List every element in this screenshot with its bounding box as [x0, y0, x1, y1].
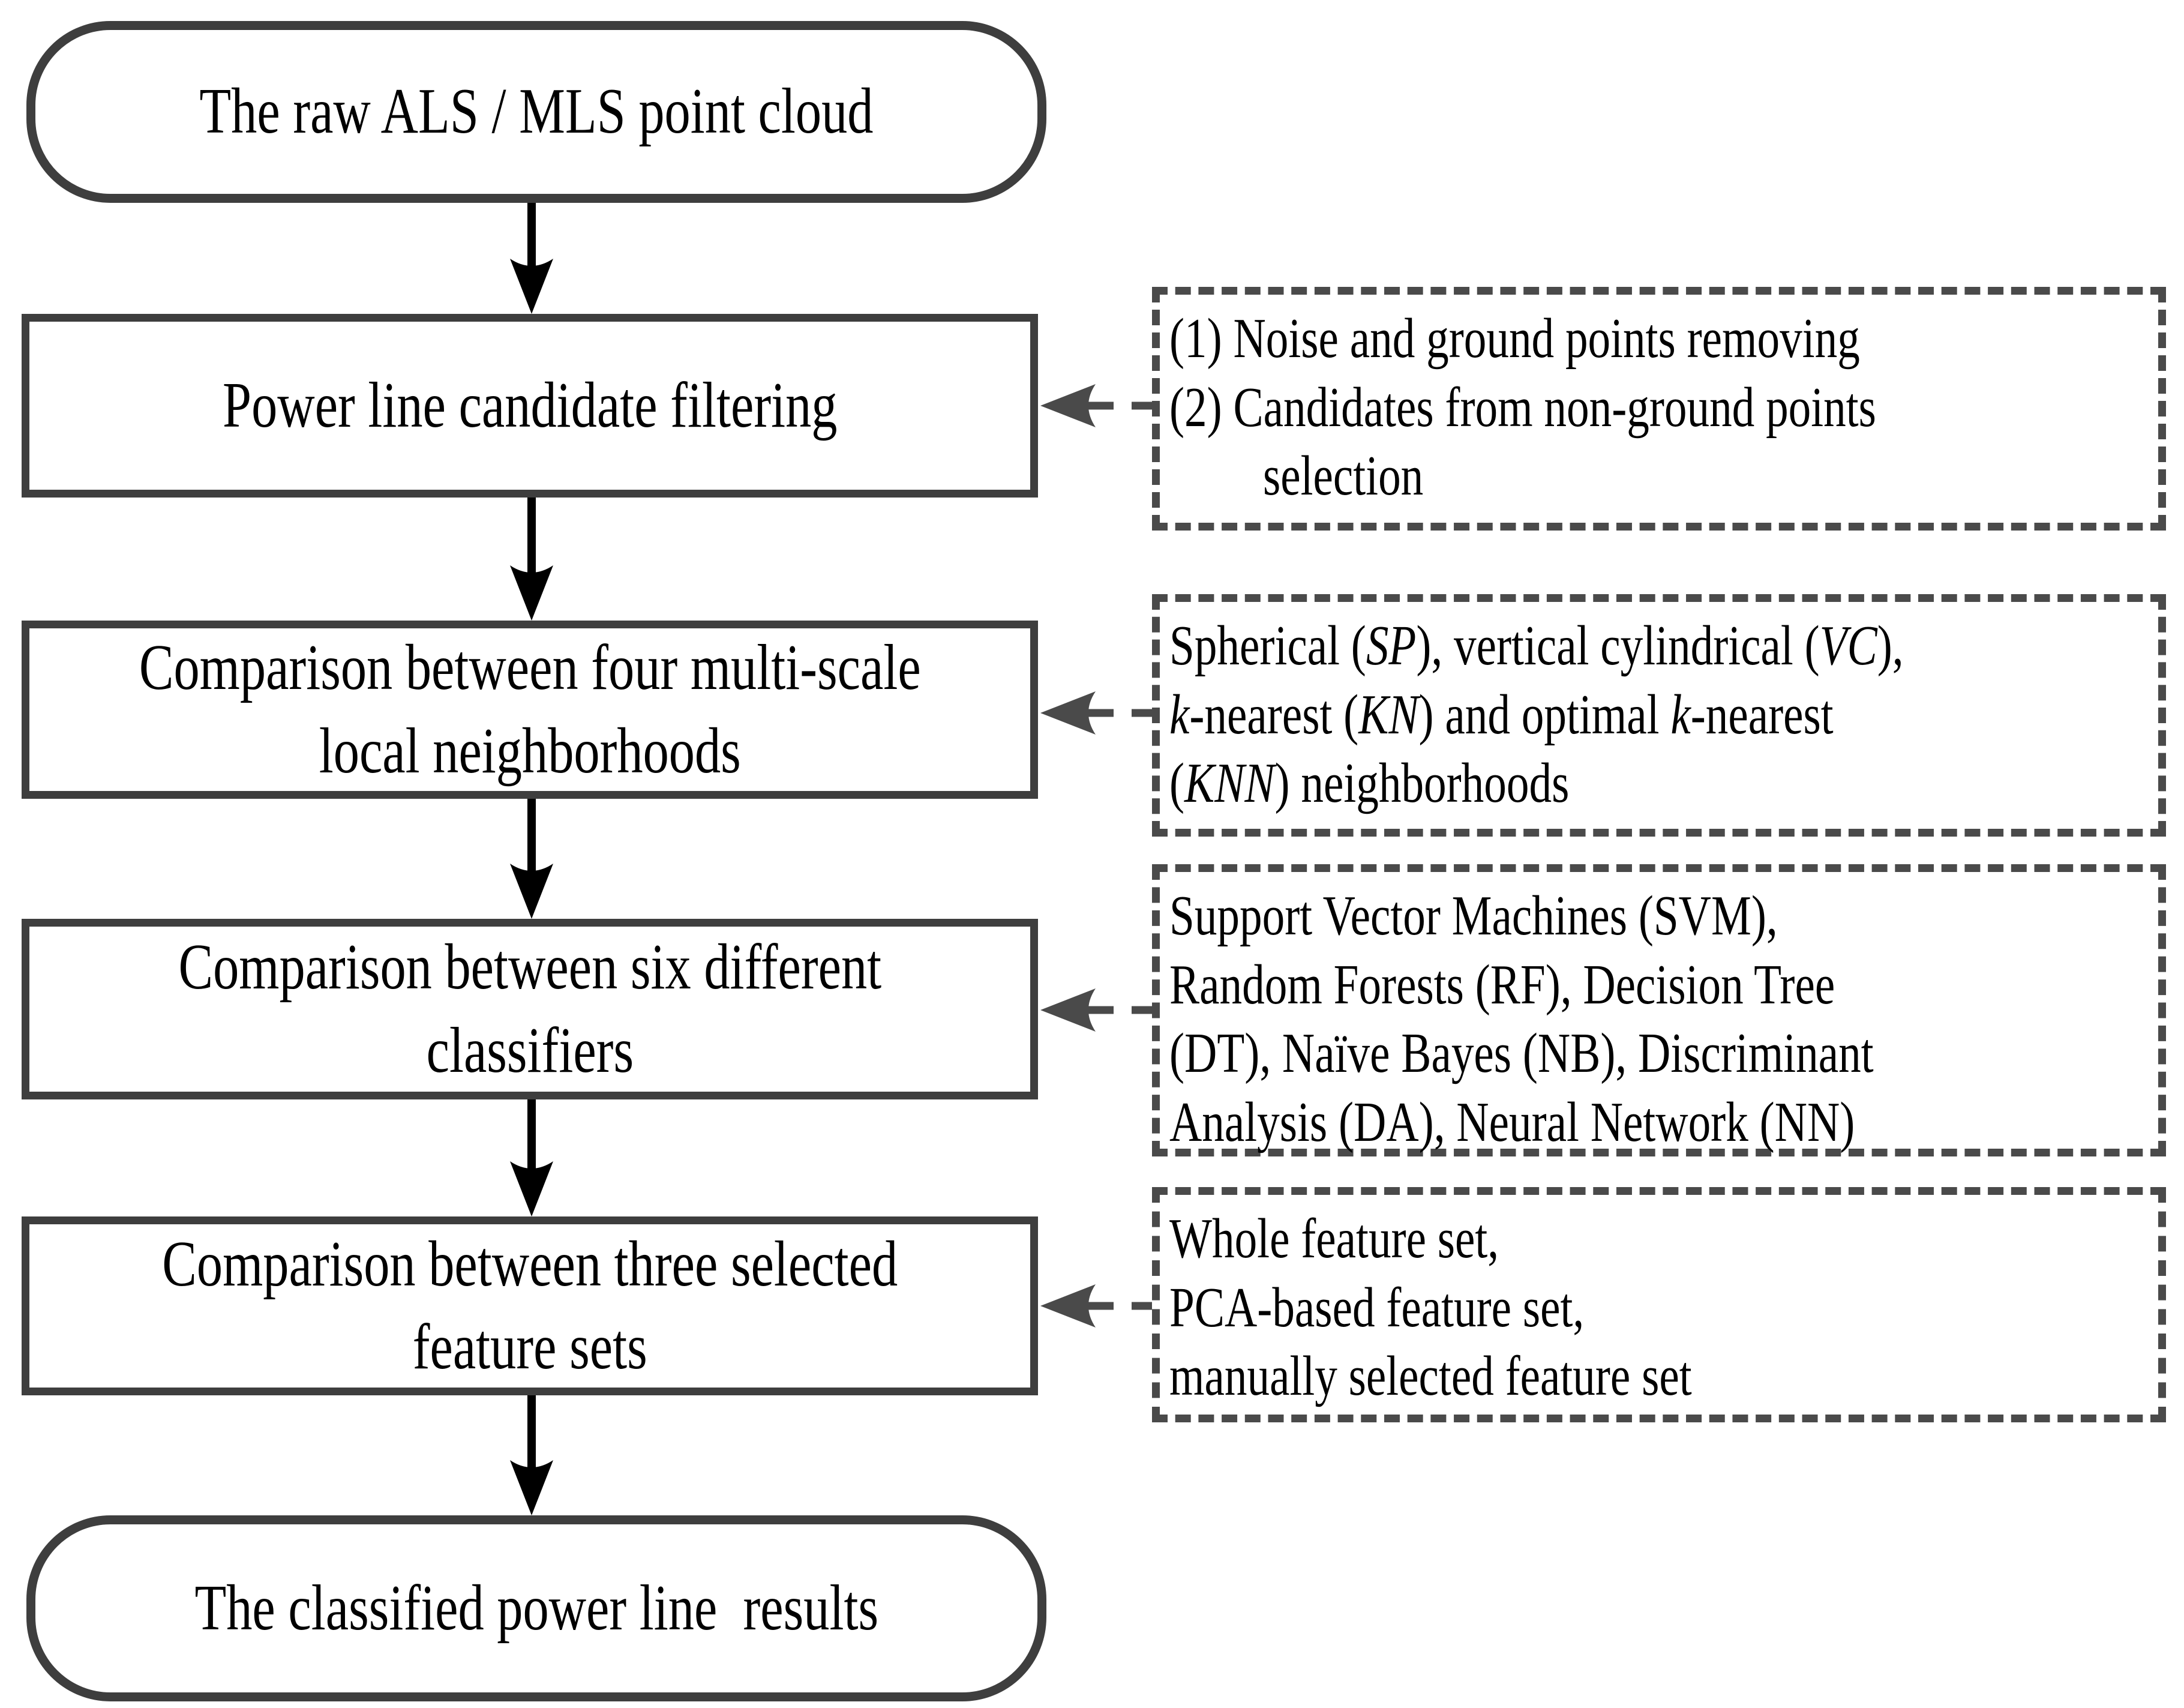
text-segment: manually selected feature set: [1169, 1345, 1692, 1408]
annotation-box-filtering-steps: (1) Noise and ground points removing(2) …: [1152, 287, 2166, 531]
annotation-box-neighborhood-types: Spherical (SP), vertical cylindrical (VC…: [1152, 594, 2166, 837]
flow-node-label: Comparison between three selected feature…: [162, 1223, 898, 1389]
flow-arrowhead: [510, 864, 553, 919]
text-segment: classifiers: [426, 1014, 634, 1086]
flow-arrowhead: [510, 1460, 553, 1515]
text-line: Support Vector Machines (SVM),: [1169, 882, 1960, 951]
annotation-box-classifier-list: Support Vector Machines (SVM),Random For…: [1152, 864, 2166, 1156]
text-segment: Comparison between four multi-scale: [139, 632, 921, 704]
flow-arrowhead: [510, 565, 553, 621]
flow-node-classified-results: The classified power line results: [26, 1515, 1046, 1701]
text-line: Random Forests (RF), Decision Tree: [1169, 951, 1960, 1020]
text-segment: Power line candidate filtering: [222, 369, 838, 441]
flow-node-label: The raw ALS / MLS point cloud: [199, 70, 873, 153]
text-segment: The classified power line results: [194, 1572, 878, 1644]
text-segment: -nearest: [1690, 683, 1834, 746]
text-line: PCA-based feature set,: [1169, 1273, 1960, 1343]
flow-node-label: Comparison between six different classifi…: [178, 926, 881, 1092]
text-line: feature sets: [162, 1306, 898, 1389]
text-line: Comparison between six different: [178, 926, 881, 1009]
text-segment: (DT), Naïve Bayes (NB), Discriminant: [1169, 1022, 1874, 1085]
flow-node-feature-set-comparison: Comparison between three selected feature…: [22, 1216, 1038, 1395]
text-line: Comparison between three selected: [162, 1223, 898, 1306]
text-segment: (: [1169, 752, 1185, 815]
italic-text-segment: VC: [1819, 615, 1877, 677]
text-line: The classified power line results: [194, 1567, 878, 1650]
text-segment: ) neighborhoods: [1274, 752, 1570, 815]
annotation-arrow-4: [1040, 1284, 1156, 1328]
italic-text-segment: k: [1670, 683, 1691, 746]
flow-arrow-1: [510, 200, 553, 314]
text-segment: The raw ALS / MLS point cloud: [199, 76, 874, 148]
text-segment: Comparison between three selected: [162, 1228, 898, 1300]
italic-text-segment: KNN: [1184, 752, 1275, 815]
text-line: manually selected feature set: [1169, 1342, 1960, 1411]
text-line: classifiers: [178, 1009, 881, 1092]
annotation-arrow-1: [1040, 384, 1156, 427]
annotation-arrowhead: [1040, 384, 1096, 427]
flow-arrow-5: [510, 1393, 553, 1515]
text-line: The raw ALS / MLS point cloud: [199, 70, 873, 153]
italic-text-segment: SP: [1366, 615, 1417, 677]
annotation-arrowhead: [1040, 1284, 1096, 1328]
text-segment: Support Vector Machines (SVM),: [1169, 885, 1778, 947]
text-segment: feature sets: [412, 1311, 647, 1383]
text-segment: PCA-based feature set,: [1169, 1276, 1585, 1339]
italic-text-segment: KN: [1358, 683, 1419, 746]
text-segment: (1) Noise and ground points removing: [1169, 307, 1860, 370]
text-segment: ), vertical cylindrical (: [1416, 615, 1820, 677]
text-line: (2) Candidates from non-ground points: [1169, 373, 1960, 442]
flow-arrow-3: [510, 796, 553, 919]
text-segment: ) and optimal: [1418, 683, 1671, 746]
text-segment: selection: [1263, 445, 1424, 508]
annotation-text: Spherical (SP), vertical cylindrical (VC…: [1169, 612, 1960, 818]
text-segment: -nearest (: [1189, 683, 1359, 746]
italic-text-segment: k: [1169, 683, 1190, 746]
flow-arrowhead: [510, 259, 553, 314]
text-line: Power line candidate filtering: [223, 364, 837, 447]
flow-node-candidate-filtering: Power line candidate filtering: [22, 314, 1038, 498]
annotation-arrowhead: [1040, 988, 1096, 1032]
text-line: selection: [1169, 442, 1960, 511]
text-line: k-nearest (KN) and optimal k-nearest: [1169, 681, 1960, 750]
text-segment: Whole feature set,: [1169, 1207, 1499, 1270]
flow-node-label: Power line candidate filtering: [223, 364, 837, 447]
annotation-text: Whole feature set,PCA-based feature set,…: [1169, 1204, 1960, 1411]
annotation-text: Support Vector Machines (SVM),Random For…: [1169, 882, 1960, 1157]
text-line: local neighborhoods: [139, 710, 921, 793]
text-segment: Spherical (: [1169, 615, 1366, 677]
text-segment: ),: [1877, 615, 1904, 677]
flow-arrow-4: [510, 1097, 553, 1216]
text-line: Spherical (SP), vertical cylindrical (VC…: [1169, 612, 1960, 681]
text-segment: local neighborhoods: [319, 715, 741, 787]
annotation-box-feature-sets: Whole feature set,PCA-based feature set,…: [1152, 1187, 2166, 1422]
flow-node-raw-point-cloud: The raw ALS / MLS point cloud: [26, 21, 1046, 203]
flow-node-neighborhood-comparison: Comparison between four multi-scale local…: [22, 621, 1038, 799]
flow-node-classifier-comparison: Comparison between six different classifi…: [22, 919, 1038, 1099]
text-segment: Comparison between six different: [178, 931, 881, 1003]
flow-arrowhead: [510, 1161, 553, 1216]
text-segment: Analysis (DA), Neural Network (NN): [1169, 1091, 1855, 1154]
flow-arrow-2: [510, 495, 553, 621]
annotation-text: (1) Noise and ground points removing(2) …: [1169, 304, 1960, 511]
annotation-arrow-3: [1040, 988, 1156, 1032]
text-line: (KNN) neighborhoods: [1169, 749, 1960, 818]
text-segment: (2) Candidates from non-ground points: [1169, 376, 1876, 439]
text-line: Comparison between four multi-scale: [139, 627, 921, 709]
text-line: Analysis (DA), Neural Network (NN): [1169, 1088, 1960, 1157]
annotation-arrow-2: [1040, 691, 1156, 735]
text-segment: Random Forests (RF), Decision Tree: [1169, 953, 1835, 1016]
text-line: (DT), Naïve Bayes (NB), Discriminant: [1169, 1019, 1960, 1088]
annotation-arrowhead: [1040, 691, 1096, 735]
flow-node-label: The classified power line results: [194, 1567, 878, 1650]
text-line: Whole feature set,: [1169, 1204, 1960, 1273]
flow-node-label: Comparison between four multi-scale local…: [139, 627, 921, 792]
text-line: (1) Noise and ground points removing: [1169, 304, 1960, 373]
